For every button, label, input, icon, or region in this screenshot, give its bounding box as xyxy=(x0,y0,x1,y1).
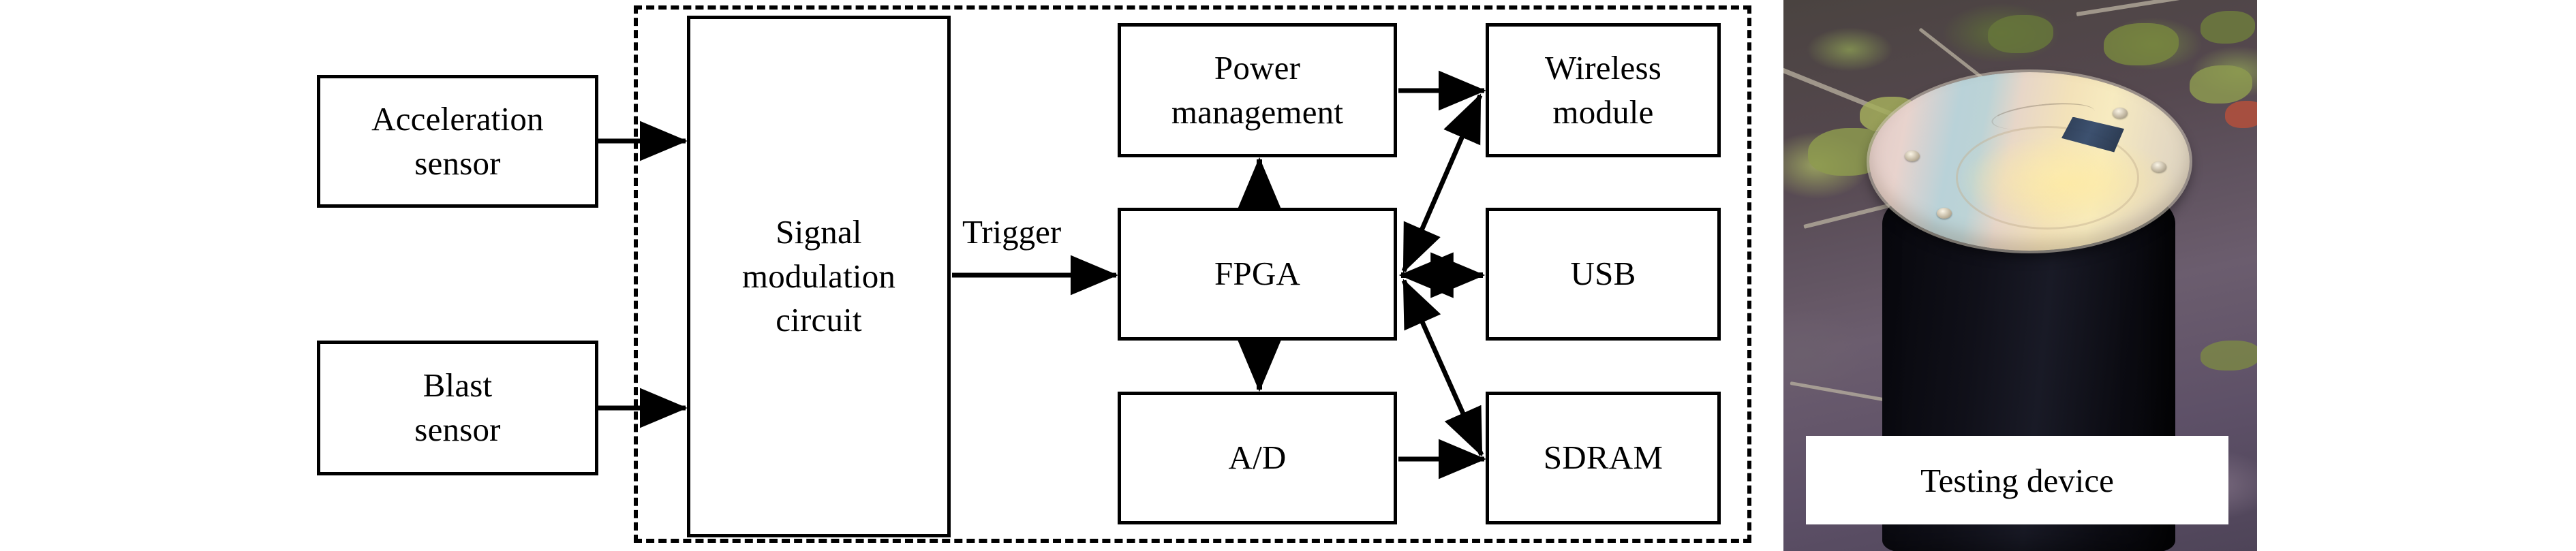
photo-leaf xyxy=(1988,15,2053,53)
photo-leaf xyxy=(2225,101,2257,128)
photo-leaf xyxy=(2104,23,2179,65)
block-acceleration-sensor[interactable]: Acceleration sensor xyxy=(317,75,598,208)
dashed-enclosure xyxy=(634,5,1751,543)
block-blast-sensor[interactable]: Blast sensor xyxy=(317,341,598,475)
block-ad-converter[interactable]: A/D xyxy=(1118,392,1397,524)
block-fpga[interactable]: FPGA xyxy=(1118,208,1397,341)
device-lid-screw xyxy=(1904,151,1920,162)
device-lid xyxy=(1869,72,2190,251)
photo-leaf xyxy=(2201,341,2257,371)
block-signal-modulation-circuit[interactable]: Signal modulation circuit xyxy=(687,16,951,537)
edge-label-trigger: Trigger xyxy=(962,213,1062,251)
device-lid-screw xyxy=(2151,161,2166,172)
block-power-management[interactable]: Power management xyxy=(1118,23,1397,157)
block-usb[interactable]: USB xyxy=(1486,208,1721,341)
device-lid-screw xyxy=(1936,208,1952,219)
block-sdram[interactable]: SDRAM xyxy=(1486,392,1721,524)
testing-device-photo: Testing device xyxy=(1783,0,2257,551)
photo-leaf xyxy=(2201,11,2255,44)
device-lid-screw xyxy=(2113,108,2128,119)
block-wireless-module[interactable]: Wireless module xyxy=(1486,23,1721,157)
photo-leaf xyxy=(2190,65,2252,104)
photo-caption-plate: Testing device xyxy=(1806,436,2228,524)
